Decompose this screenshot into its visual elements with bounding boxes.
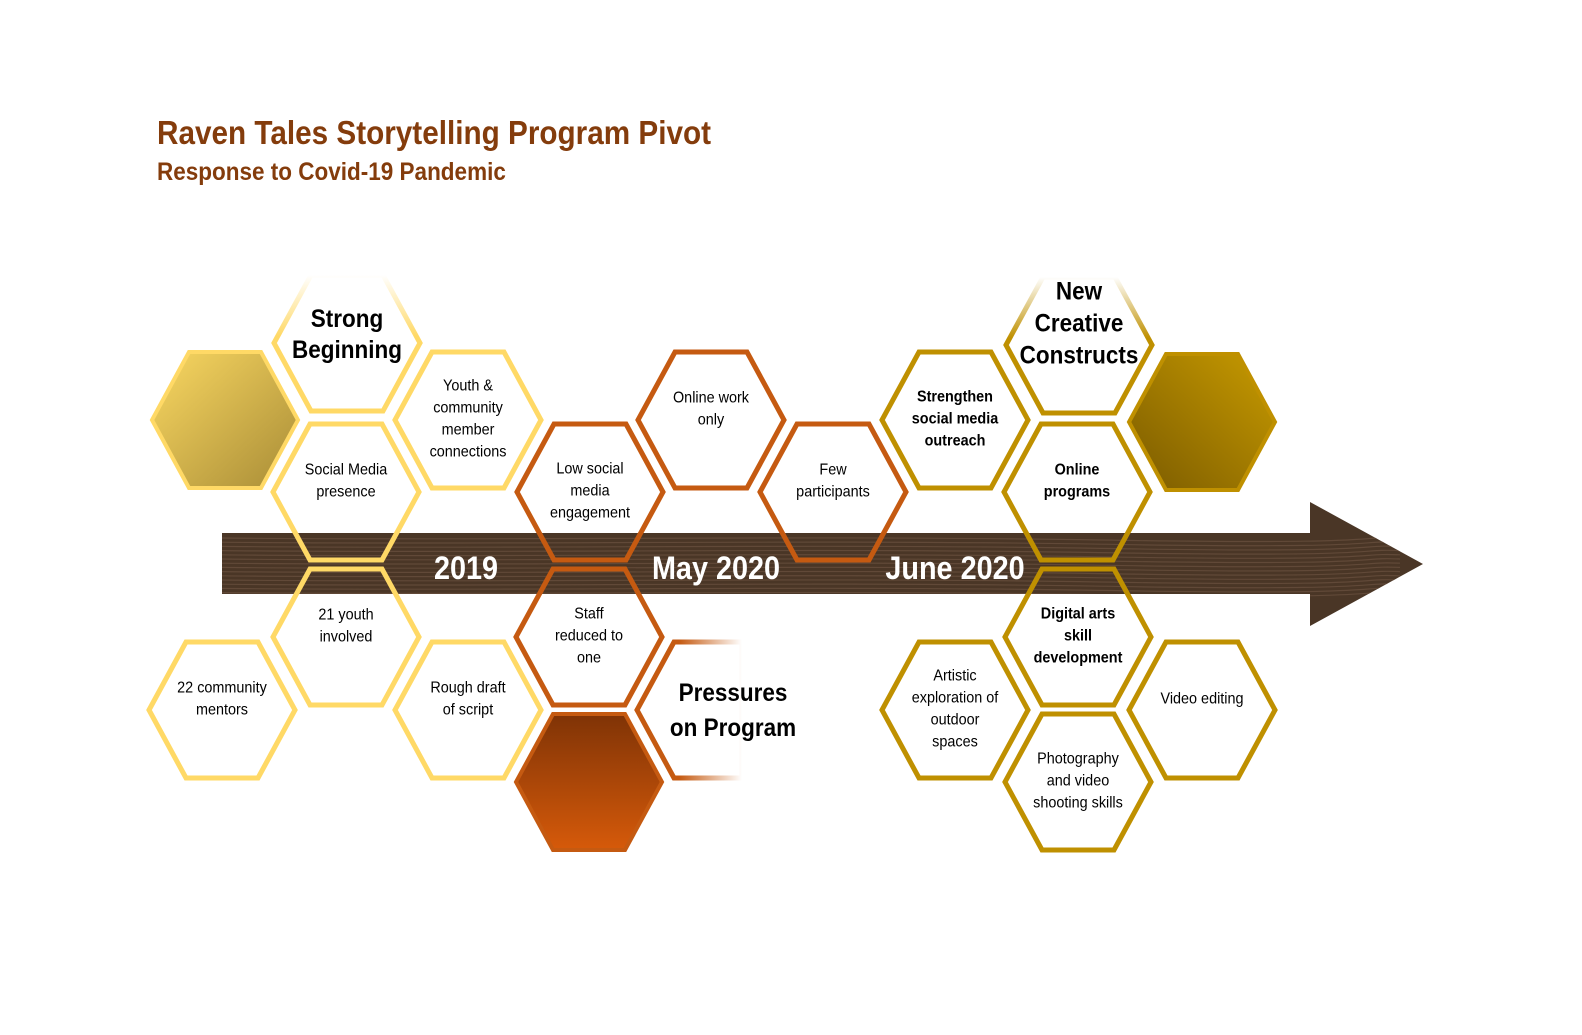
header-hexagon: [1003, 274, 1155, 416]
filled-hexagon: [1126, 352, 1278, 492]
hexagon-cell: [757, 421, 909, 563]
hexagon-cell: [270, 421, 422, 563]
hexagon-cell: [879, 349, 1031, 491]
hexagon-cell: [392, 349, 544, 491]
header-hexagon: [271, 272, 423, 414]
hexagon-cell: [1002, 566, 1154, 708]
hexagon-cell: [513, 566, 665, 708]
filled-hexagon: [513, 712, 665, 852]
timeline-label: June 2020: [885, 551, 1024, 587]
hexagon-cell: [1001, 421, 1153, 563]
header-hexagon: [634, 639, 745, 781]
hexagon-cell: [1002, 711, 1154, 853]
hexagon-cell: [514, 421, 666, 563]
filled-hexagon: [149, 350, 301, 490]
hexagon-cell-text: Video editing: [1160, 690, 1243, 708]
group-pressures-on-program: [513, 349, 909, 852]
diagram-title: Raven Tales Storytelling Program Pivot: [157, 114, 712, 151]
hexagon-cell: [635, 349, 787, 491]
hexagon-cell: [270, 566, 422, 708]
diagram-subtitle: Response to Covid-19 Pandemic: [157, 158, 506, 186]
group-strong-beginning: [146, 272, 544, 781]
timeline-arrow: [222, 502, 1423, 626]
hexagon-cell: [146, 639, 298, 781]
group-new-creative-constructs: [879, 274, 1278, 853]
hexagon-cell: [879, 639, 1031, 781]
timeline-label: 2019: [434, 551, 498, 587]
hexagon-cell: [1126, 639, 1278, 781]
hexagon-cell: [392, 639, 544, 781]
timeline-label: May 2020: [652, 551, 780, 587]
